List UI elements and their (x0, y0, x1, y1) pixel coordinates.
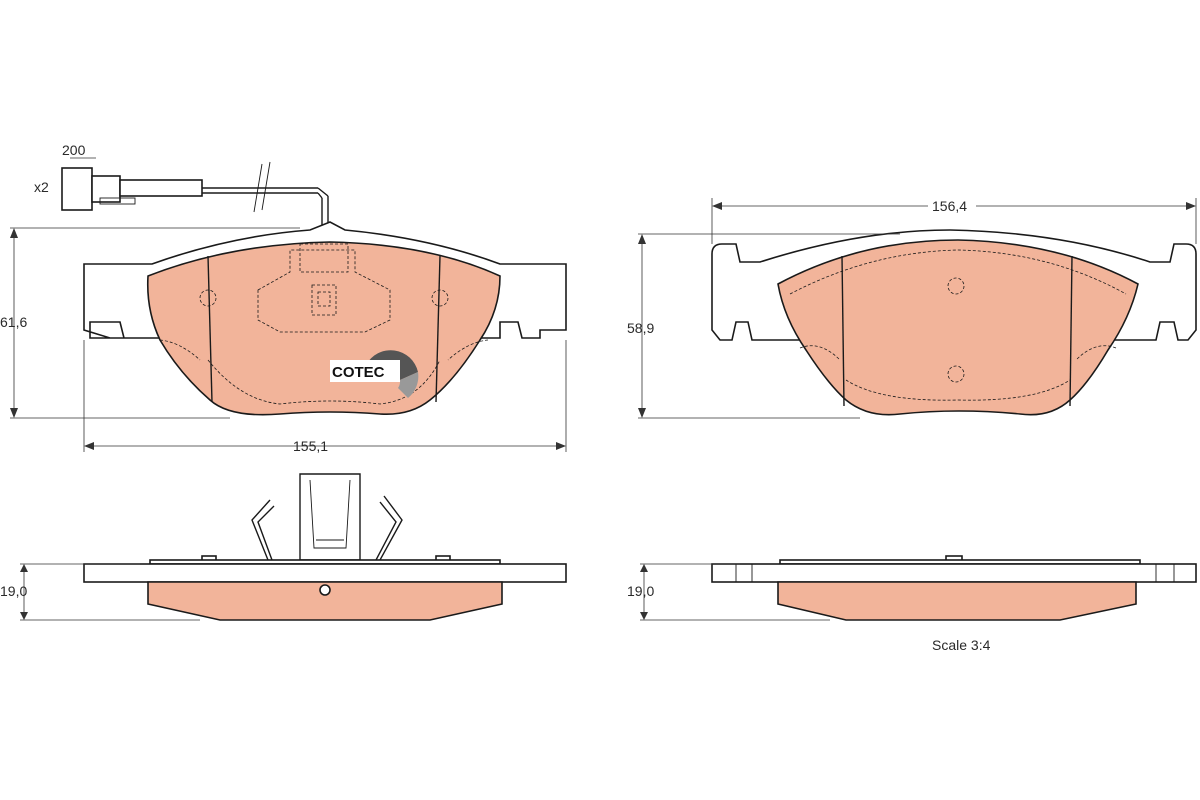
rear-friction-material (777, 239, 1139, 416)
rear-pad-dimensions: 58,9 156,4 (627, 196, 1197, 419)
front-side-friction-material (147, 581, 503, 621)
front-pad-width-label: 155,1 (293, 438, 328, 454)
front-thickness-dimension: 19,0 (0, 563, 200, 621)
front-pad-view: COTEC (83, 221, 567, 416)
rear-pad-side-view (711, 555, 1197, 621)
rear-pad-thickness-label: 19,0 (627, 583, 654, 599)
front-side-backing-plate (83, 563, 567, 583)
rear-pad-width-label: 156,4 (932, 198, 967, 214)
rear-pad-view (711, 229, 1197, 416)
sensor-length-label: 200 (62, 142, 86, 158)
rear-side-friction-material (777, 581, 1137, 621)
rear-pad-height-label: 58,9 (627, 320, 654, 336)
cotec-logo: COTEC (330, 350, 419, 398)
scale-label: Scale 3:4 (932, 637, 991, 653)
cotec-logo-text: COTEC (332, 364, 385, 381)
sensor-quantity-label: x2 (34, 179, 49, 195)
rear-thickness-dimension: 19,0 (627, 563, 830, 621)
front-pad-height-label: 61,6 (0, 314, 27, 330)
front-pad-dimensions: 61,6 155,1 (0, 227, 567, 454)
rear-side-backing-plate (711, 563, 1197, 583)
wear-sensor: 200 x2 (34, 142, 329, 240)
front-pad-thickness-label: 19,0 (0, 583, 27, 599)
front-friction-material (146, 241, 501, 416)
front-pad-side-view (83, 473, 567, 621)
